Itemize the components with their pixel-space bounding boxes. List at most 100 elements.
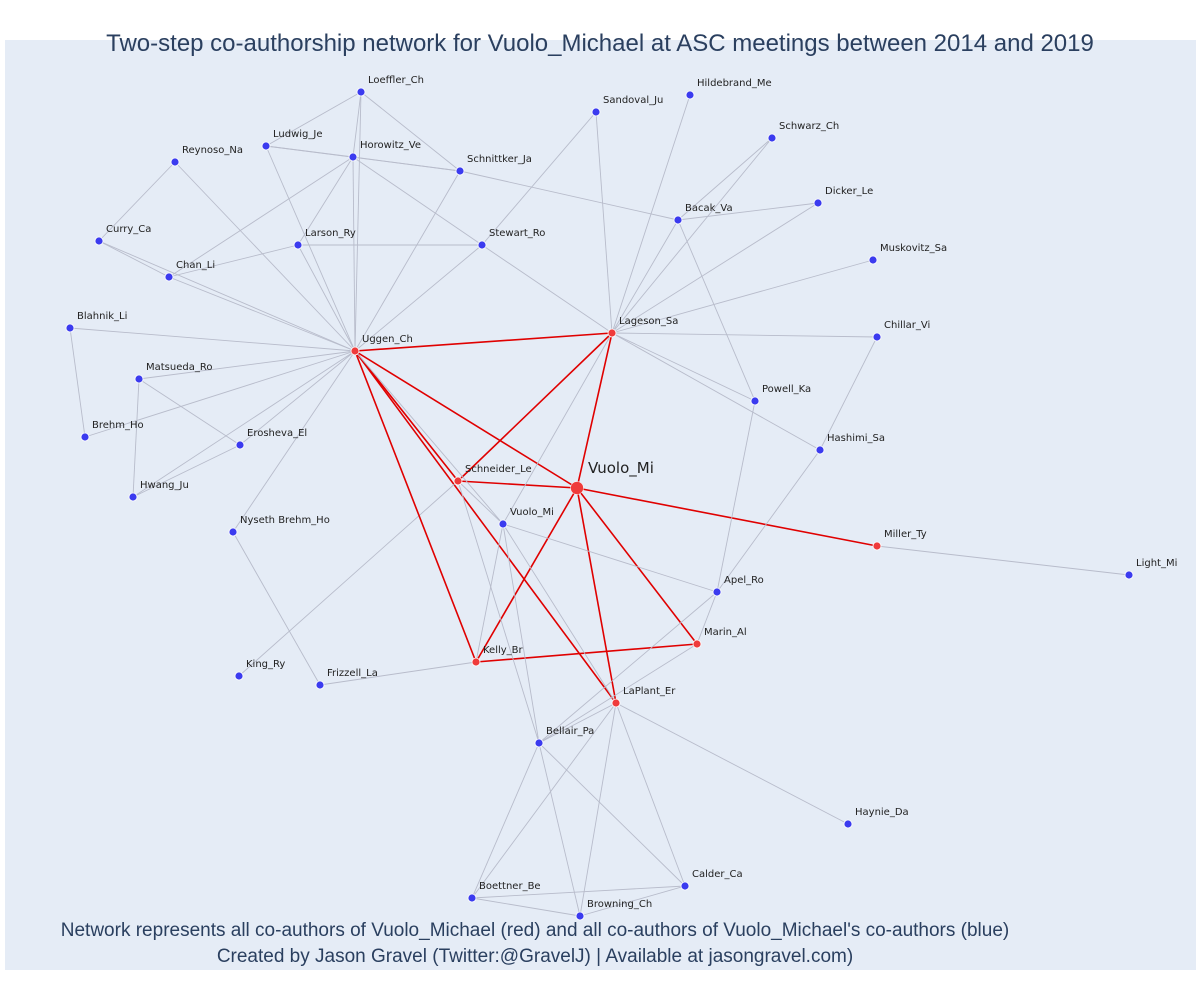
node-reynoso-na[interactable]: [170, 157, 180, 167]
node-label-boettner-be: Boettner_Be: [479, 881, 541, 892]
edge-uggen-ch-horowitz-ve: [352, 156, 356, 352]
node-schwarz-ch[interactable]: [767, 133, 777, 143]
edge-uggen-ch-curry-ca: [98, 240, 356, 352]
node-light-mi[interactable]: [1124, 570, 1134, 580]
node-blahnik-li[interactable]: [65, 323, 75, 333]
node-king-ry[interactable]: [234, 671, 244, 681]
node-label-king-ry: King_Ry: [246, 659, 285, 670]
node-powell-ka[interactable]: [750, 396, 760, 406]
edge-loeffler-ch-ludwig-je: [265, 91, 362, 147]
edge-matsueda-ro-erosheva-el: [138, 378, 241, 446]
node-chillar-vi[interactable]: [872, 332, 882, 342]
edge-vuolo-mi-lageson-sa: [576, 332, 613, 489]
edge-lageson-sa-schneider-le: [457, 332, 613, 482]
edge-lageson-sa-hildebrand-me: [611, 94, 691, 334]
node-sandoval-ju[interactable]: [591, 107, 601, 117]
node-label-schneider-le: Schneider_Le: [465, 464, 532, 475]
node-bellair-pa[interactable]: [534, 738, 544, 748]
node-label-apel-ro: Apel_Ro: [724, 575, 764, 586]
edge-lageson-sa-dicker-le: [611, 202, 819, 334]
node-dicker-le[interactable]: [813, 198, 823, 208]
node-vuolo-mi-focal[interactable]: [570, 481, 584, 495]
edge-loeffler-ch-horowitz-ve: [352, 91, 362, 158]
edge-vuolo-mi-kelly-br: [475, 523, 504, 663]
node-muskovitz-sa[interactable]: [868, 255, 878, 265]
node-brehm-ho[interactable]: [80, 432, 90, 442]
node-label-bacak-va: Bacak_Va: [685, 203, 733, 214]
edge-vuolo-mi-bellair-pa: [502, 523, 540, 744]
node-stewart-ro[interactable]: [477, 240, 487, 250]
edge-uggen-ch-hwang-ju: [132, 350, 356, 498]
edge-vuolo-mi-laplant-er: [576, 487, 617, 704]
node-label-matsueda-ro: Matsueda_Ro: [146, 362, 212, 373]
edge-horowitz-ve-larson-ry: [297, 156, 354, 246]
edge-lageson-sa-powell-ka: [611, 332, 756, 402]
edge-bellair-pa-boettner-be: [471, 742, 540, 899]
edge-bellair-pa-calder-ca: [538, 742, 686, 887]
node-frizzell-la[interactable]: [315, 680, 325, 690]
node-ludwig-je[interactable]: [261, 141, 271, 151]
edge-horowitz-ve-stewart-ro: [352, 156, 483, 246]
edge-uggen-ch-vuolo-mi: [354, 350, 504, 525]
node-marin-al[interactable]: [692, 639, 702, 649]
node-schnittker-ja[interactable]: [455, 166, 465, 176]
edge-boettner-be-browning-ch: [471, 897, 581, 917]
node-lageson-sa[interactable]: [607, 328, 617, 338]
edge-kelly-br-frizzell-la: [319, 661, 477, 686]
edge-matsueda-ro-hwang-ju: [132, 378, 140, 498]
node-label-haynie-da: Haynie_Da: [855, 807, 909, 818]
node-haynie-da[interactable]: [843, 819, 853, 829]
node-label-erosheva-el: Erosheva_El: [247, 428, 307, 439]
edge-uggen-ch-nyseth-brehm-ho: [232, 350, 356, 533]
caption-line-2: Created by Jason Gravel (Twitter:@Gravel…: [216, 946, 854, 967]
node-label-miller-ty: Miller_Ty: [884, 529, 927, 540]
edge-uggen-ch-stewart-ro: [354, 244, 483, 352]
node-matsueda-ro[interactable]: [134, 374, 144, 384]
node-browning-ch[interactable]: [575, 911, 585, 921]
node-label-light-mi: Light_Mi: [1136, 558, 1177, 569]
node-schneider-le[interactable]: [453, 476, 463, 486]
node-kelly-br[interactable]: [471, 657, 481, 667]
node-laplant-er[interactable]: [611, 698, 621, 708]
node-nyseth-brehm-ho[interactable]: [228, 527, 238, 537]
node-label-larson-ry: Larson_Ry: [305, 228, 356, 239]
node-bacak-va[interactable]: [673, 215, 683, 225]
node-label-chillar-vi: Chillar_Vi: [884, 320, 930, 331]
node-chan-li[interactable]: [164, 272, 174, 282]
edge-uggen-ch-reynoso-na: [174, 161, 356, 352]
edge-vuolo-mi-kelly-br: [475, 487, 578, 663]
node-hwang-ju[interactable]: [128, 492, 138, 502]
edge-powell-ka-apel-ro: [716, 400, 756, 593]
node-horowitz-ve[interactable]: [348, 152, 358, 162]
caption: Network represents all co-authors of Vuo…: [0, 918, 1070, 970]
node-vuolo-mi[interactable]: [498, 519, 508, 529]
node-curry-ca[interactable]: [94, 236, 104, 246]
node-label-powell-ka: Powell_Ka: [762, 384, 811, 395]
node-larson-ry[interactable]: [293, 240, 303, 250]
edge-lageson-sa-hashimi-sa: [611, 332, 821, 451]
edge-laplant-er-haynie-da: [615, 702, 849, 825]
edge-laplant-er-calder-ca: [615, 702, 686, 887]
edge-sandoval-ju-stewart-ro: [481, 111, 597, 246]
edge-uggen-ch-blahnik-li: [69, 327, 356, 352]
node-label-reynoso-na: Reynoso_Na: [182, 145, 243, 156]
edge-marin-al-apel-ro: [696, 591, 718, 645]
node-uggen-ch[interactable]: [350, 346, 360, 356]
node-erosheva-el[interactable]: [235, 440, 245, 450]
node-label-sandoval-ju: Sandoval_Ju: [603, 95, 663, 106]
node-hildebrand-me[interactable]: [685, 90, 695, 100]
caption-line-1: Network represents all co-authors of Vuo…: [60, 920, 1010, 941]
node-miller-ty[interactable]: [872, 541, 882, 551]
node-boettner-be[interactable]: [467, 893, 477, 903]
node-loeffler-ch[interactable]: [356, 87, 366, 97]
edge-schneider-le-vuolo-mi: [457, 480, 504, 525]
node-hashimi-sa[interactable]: [815, 445, 825, 455]
node-label-laplant-er: LaPlant_Er: [623, 686, 676, 697]
edge-horowitz-ve-chan-li: [168, 156, 354, 278]
node-label-horowitz-ve: Horowitz_Ve: [360, 140, 421, 151]
node-apel-ro[interactable]: [712, 587, 722, 597]
node-label-schnittker-ja: Schnittker_Ja: [467, 154, 532, 165]
labels-layer: Vuolo_MiUggen_ChLageson_SaSchneider_LeMi…: [77, 75, 1177, 910]
node-calder-ca[interactable]: [680, 881, 690, 891]
edges-layer: [69, 91, 1130, 917]
